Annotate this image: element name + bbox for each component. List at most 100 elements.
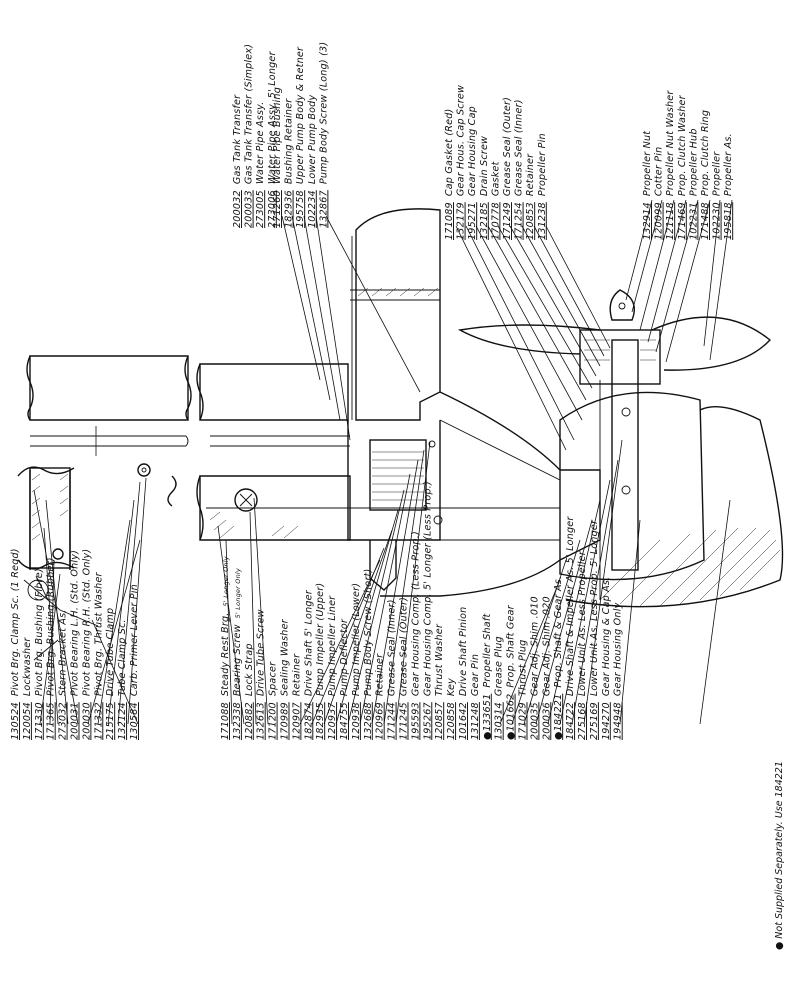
part-number: 273005 [255,190,266,228]
part-number: 194270 [601,702,612,740]
part-number: 171488 [700,202,711,240]
label-group-gear-housing-cap: 171089Cap Gasket (Red)132179Gear Hous. C… [444,85,548,240]
callout-102230: 102230Propeller [712,151,723,240]
callout-102231: 102231Propeller Hub [688,128,699,240]
pivot-bearing-drawing [17,463,151,661]
callout-171244: 171244Grease Seal (Inner) [387,599,398,740]
part-number: 200035 [529,702,540,740]
part-number: 171200 [268,702,279,740]
callout-184221: ●184221 Prop. Shaft & Gear As. [553,576,564,740]
callout-200033: 200033 Gas Tank Transfer (Simplex) [244,44,255,228]
callout-132185: 132185Drain Screw [479,136,490,240]
callout-182936: 182936Bushing Retainer [284,98,295,228]
callout-215175: 215175Drive Tube Clamp [105,608,116,740]
callout-133651: ●133651Propeller Shaft [482,613,493,740]
part-description: Spacer [268,661,279,696]
part-number: 273032 [58,702,69,740]
part-number: 182874 [303,702,314,740]
part-description: Drive Tube Clamp [105,608,116,697]
callout-120853: 120853Retainer [525,153,536,240]
lower-unit-drawing [17,208,784,661]
part-number: 170778 [490,202,501,240]
part-description: Gear Housing Cap [467,106,478,196]
callout-171488: 171488Prop. Clutch Ring [700,110,711,240]
callout-195593: 195593Gear Housing Comp. (Less Prop.) [410,531,421,740]
part-description: Pump Deflector [339,618,350,696]
part-description: Drive Tube Screw [256,609,267,696]
part-number: 171089 [444,202,455,240]
part-number: ●101662 [506,694,517,740]
callout-171365: 171365Pivot Brg. Bushing (Rubber) [46,557,57,740]
callout-171200: 171200 Spacer [268,661,279,740]
part-description: Grease Seal (Inner) [514,99,525,196]
part-description: Gear Housing Comp. 5' Longer (Less Prop.… [422,481,433,696]
callout-273005: 273005 Water Pipe Assy. [255,101,266,228]
drive-tube-lower [167,363,560,541]
callout-195758: 195758Upper Pump Body & Retner [295,46,306,228]
part-description: Pivot Brg. Bushing (Rubber) [46,557,57,696]
callout-130584: 130584Carb. Primer Lever Pin [129,584,140,740]
part-number: 132179 [456,202,467,240]
callout-101642: 101642Drive Shaft Pinion [458,607,469,740]
part-number: 171332 [93,702,104,740]
part-number: 200036 [541,702,552,740]
part-description: Propeller As. [723,133,734,196]
part-description: Water Pipe Assy. [255,101,266,184]
part-description: Pivot Bearing R.H. (Std. Only) [81,549,92,697]
callout-132914: 132914Propeller Nut [642,130,653,240]
part-description: Drain Screw [479,136,490,196]
callout-182874: 182874Drive Shaft 5' Longer [303,589,314,740]
part-number: 200031 [70,702,81,740]
part-number: 195818 [723,202,734,240]
part-number: 120054 [22,702,33,740]
part-description: Prop. Clutch Washer [677,94,688,196]
part-description: Stern Bracket As. [58,609,69,696]
part-description: Gasket [490,160,501,196]
callout-195267: 195267Gear Housing Comp. 5' Longer (Less… [422,481,433,740]
part-number: 200030 [81,702,92,740]
callout-171029: 171029Thrust Plug [518,640,529,740]
callout-194948: 194948Gear Housing Only [613,602,624,740]
part-description: Bearing Screw [232,624,243,696]
callout-132688: 132688Pump Body Screw (Short) [363,569,374,740]
part-description: Thrust Washer [434,623,445,696]
part-description: Gas Tank Transfer [232,94,243,184]
part-description: Pivot Brg. Clamp Sc. (1 Reqd) [10,548,21,696]
part-description: Prop. Shaft & Gear As. [553,576,564,688]
callout-120099: 120099Cotter Pin [654,147,665,240]
part-description: Gas Tank Transfer (Simplex) [244,44,255,184]
part-number: 275168 [577,702,588,740]
part-description: Pump Impeller (Upper) [315,583,326,696]
part-number: ●184221 [553,694,564,740]
callout-130524: 130524Pivot Brg. Clamp Sc. (1 Reqd) [10,548,21,740]
part-number: 171260 [272,190,283,228]
callout-171469: 171469Prop. Clutch Washer [677,94,688,240]
callout-200035: 200035Gear Adj. Shim .010 [529,596,540,740]
part-description: Lower Unit As. Less Propeller [577,550,588,696]
part-number: 194948 [613,702,624,740]
callout-132179: 132179Gear Hous. Cap Screw [456,85,467,240]
label-group-drive-shaft: 171088Steady Rest Brg.5' Longer Only1323… [220,481,624,740]
part-description: Water Pipe Bushing [272,87,283,184]
part-number: 132867 [318,189,329,228]
part-description: Steady Rest Brg. [220,612,231,696]
part-description: Prop. Shaft Gear [506,604,517,687]
part-number: 120858 [446,702,457,740]
part-description: Lower Unit As. Less Prop. 5' Longer [589,519,600,696]
callout-120907: 120907Retainer [291,653,302,740]
callout-182935: 182935 Pump Impeller (Upper) [315,583,326,740]
part-number: 200033 [244,190,255,228]
part-number: 195758 [295,190,306,228]
part-description: Thrust Plug [518,640,529,697]
part-number: 195593 [410,702,421,740]
part-description: Gear Housing & Cap As. [601,577,612,697]
part-description: Grease Seal (Outer) [502,97,513,196]
part-number: 182935 [315,702,326,740]
part-number: 171088 [220,702,231,740]
part-number: 184755 [339,702,350,740]
part-number: 171330 [34,702,45,740]
label-group-stern-bracket: 130524Pivot Brg. Clamp Sc. (1 Reqd)12005… [10,548,140,740]
